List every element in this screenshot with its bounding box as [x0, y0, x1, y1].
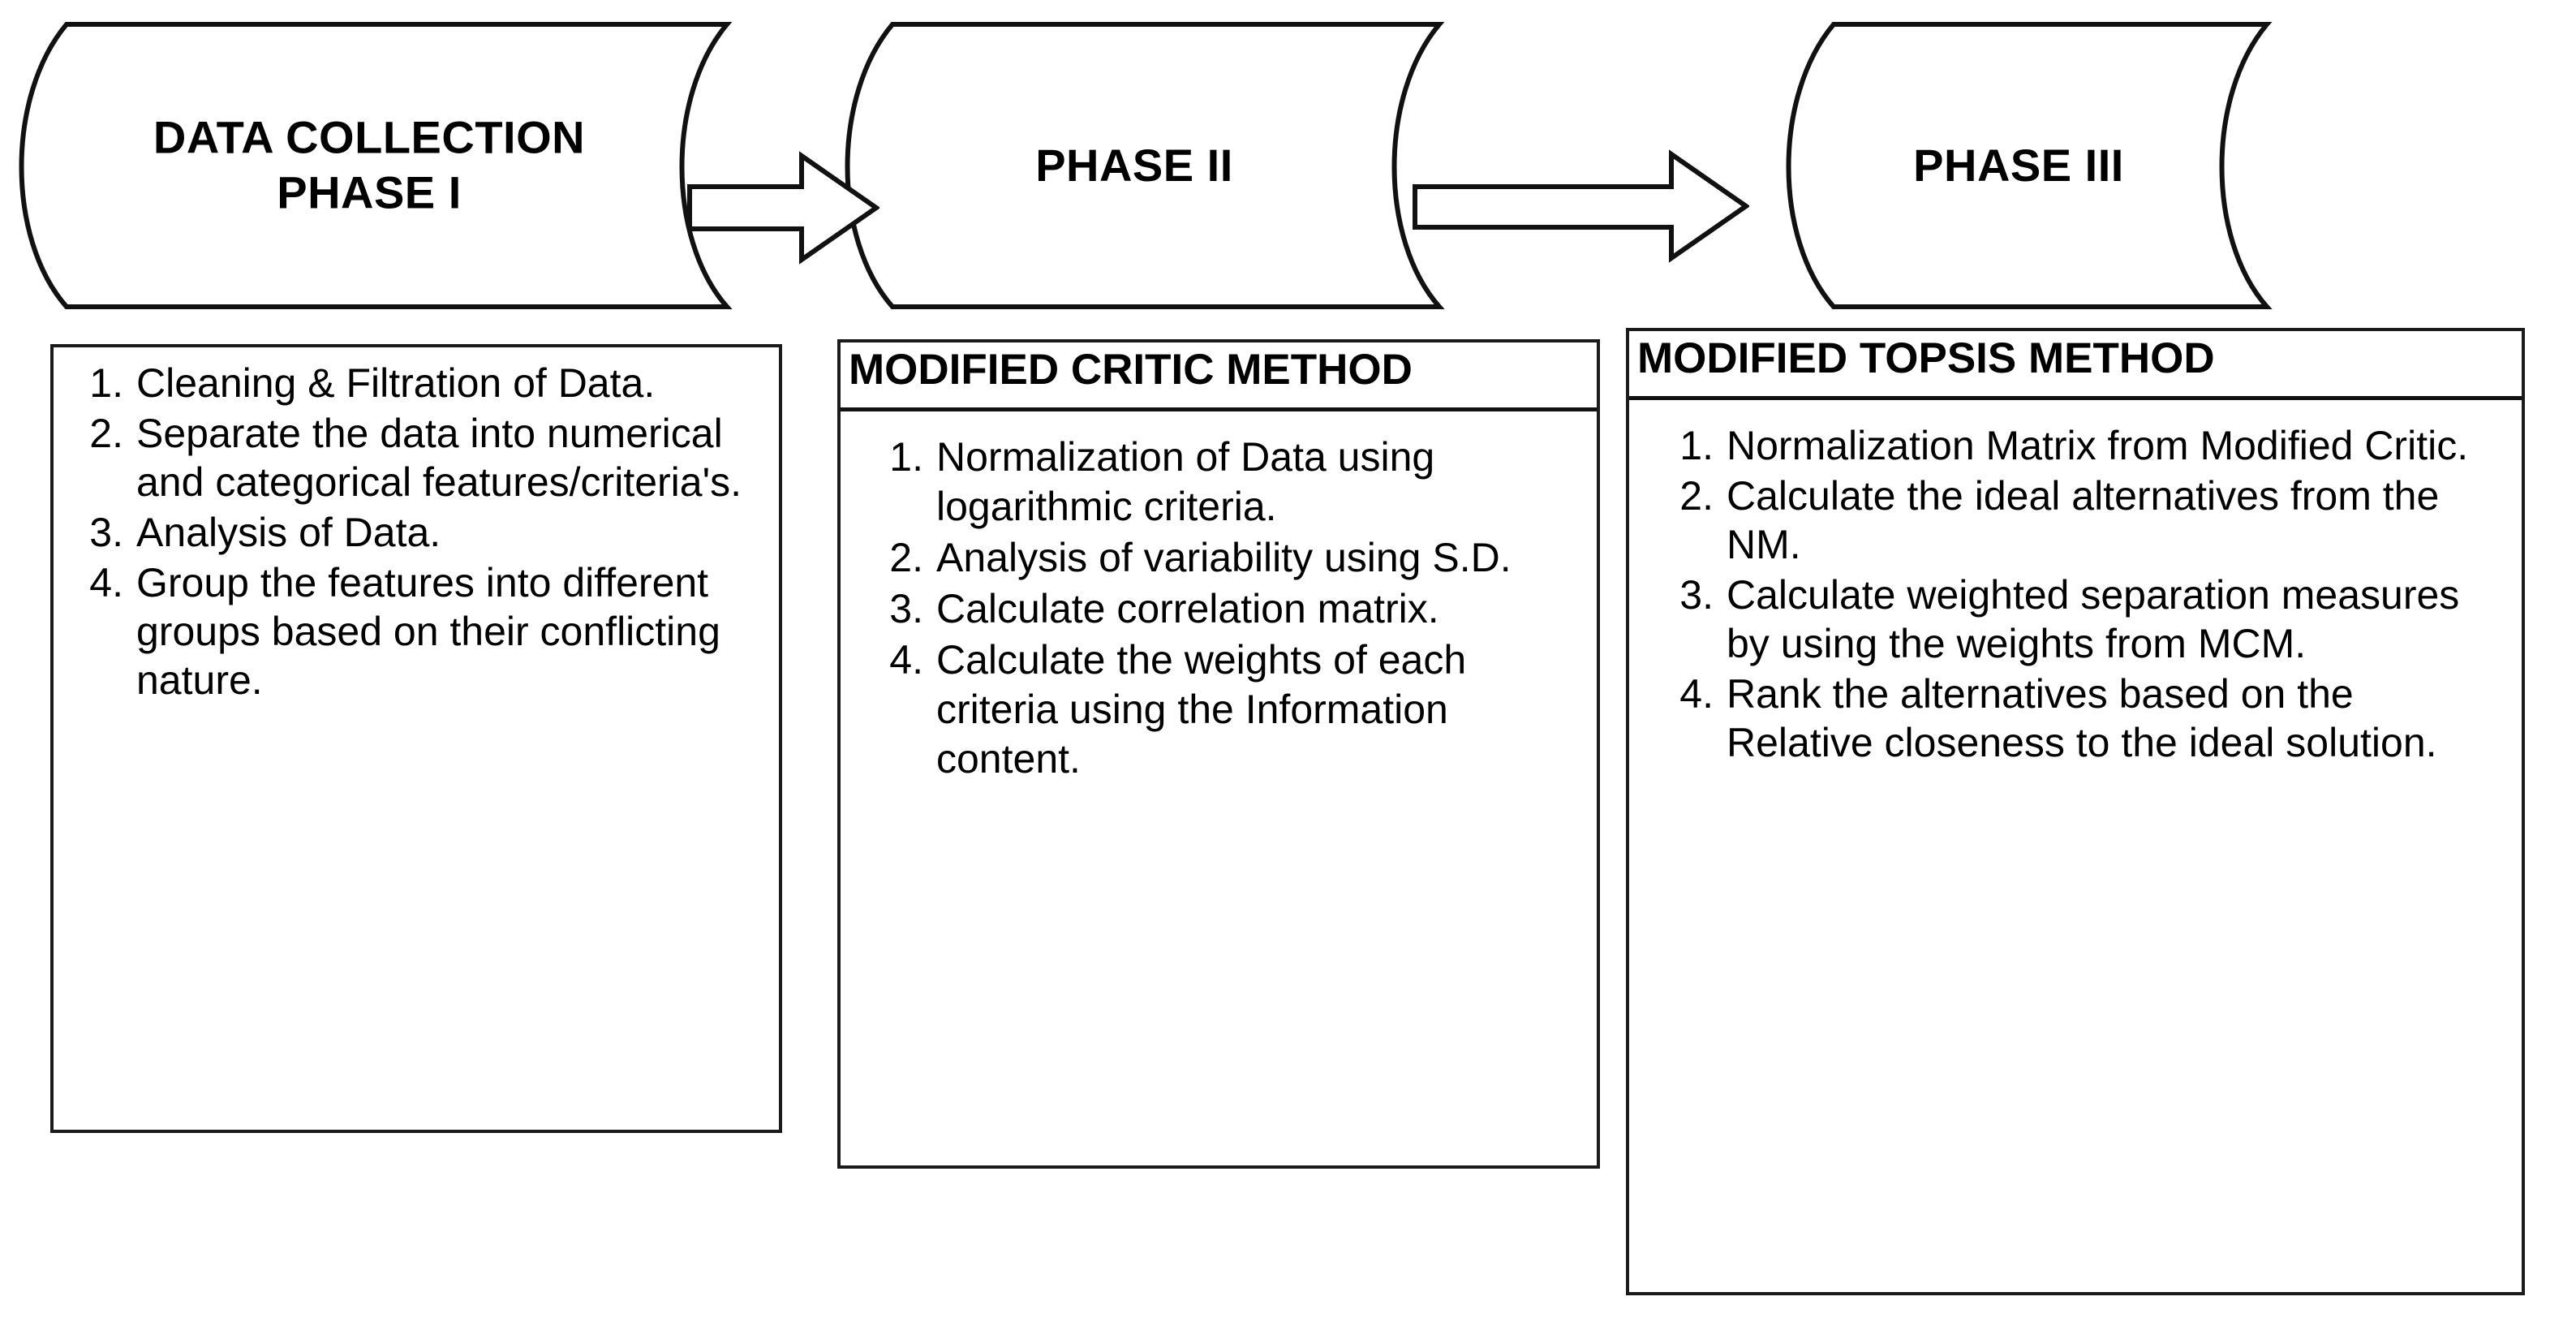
list-item-text: Normalization Matrix from Modified Criti… — [1727, 422, 2469, 468]
list-item-number: 1. — [89, 360, 123, 406]
list-item-text: Calculate weighted separation measures b… — [1727, 571, 2460, 666]
list-item: 3. Calculate weighted separation measure… — [1652, 571, 2510, 668]
list-item-text: Calculate the weights of each criteria u… — [936, 636, 1467, 782]
list-item-number: 1. — [889, 433, 923, 480]
list-item-number: 4. — [889, 636, 923, 683]
list-item: 4. Rank the alternatives based on the Re… — [1652, 670, 2510, 767]
list-item: 3. Analysis of Data. — [62, 508, 768, 557]
list-item-text: Group the features into different groups… — [136, 560, 720, 703]
panel-phase1-steps: 1. Cleaning & Filtration of Data. 2. Sep… — [62, 359, 768, 704]
list-item-number: 3. — [1679, 571, 1714, 618]
list-item-text: Analysis of variability using S.D. — [936, 534, 1512, 580]
arrow-phase1-to-phase2 — [686, 151, 879, 265]
list-item: 4. Group the features into different gro… — [62, 558, 768, 704]
list-item-number: 4. — [1679, 670, 1714, 717]
panel-topsis-heading: MODIFIED TOPSIS METHOD — [1629, 331, 2522, 400]
panel-phase1-body: 1. Cleaning & Filtration of Data. 2. Sep… — [54, 347, 779, 714]
list-item: 4. Calculate the weights of each criteri… — [858, 635, 1585, 784]
list-item-text: Rank the alternatives based on the Relat… — [1727, 670, 2437, 765]
list-item: 1. Normalization of Data using logarithm… — [858, 433, 1585, 532]
phase-2-label: PHASE II — [1035, 139, 1233, 191]
panel-phase1: 1. Cleaning & Filtration of Data. 2. Sep… — [50, 344, 782, 1133]
arrow-phase2-to-phase3 — [1412, 149, 1749, 263]
list-item-text: Analysis of Data. — [136, 510, 441, 555]
list-item-text: Normalization of Data using logarithmic … — [936, 433, 1435, 529]
panel-topsis-steps: 1. Normalization Matrix from Modified Cr… — [1652, 421, 2510, 767]
panel-critic-body: 1. Normalization of Data using logarithm… — [841, 411, 1597, 794]
phase-3-label: PHASE III — [1913, 139, 2124, 191]
list-item: 2. Separate the data into numerical and … — [62, 409, 768, 506]
list-item-number: 2. — [889, 534, 923, 580]
list-item-number: 2. — [1679, 472, 1714, 519]
panel-topsis-body: 1. Normalization Matrix from Modified Cr… — [1629, 400, 2522, 777]
phase-1-label: DATA COLLECTION PHASE I — [153, 111, 586, 218]
list-item: 1. Cleaning & Filtration of Data. — [62, 359, 768, 407]
list-item-number: 3. — [889, 585, 923, 631]
list-item-text: Calculate the ideal alternatives from th… — [1727, 472, 2440, 567]
list-item: 3. Calculate correlation matrix. — [858, 584, 1585, 634]
panel-critic-steps: 1. Normalization of Data using logarithm… — [858, 433, 1585, 784]
panel-critic-heading: MODIFIED CRITIC METHOD — [841, 342, 1597, 411]
list-item-number: 2. — [89, 411, 123, 456]
list-item: 2. Calculate the ideal alternatives from… — [1652, 472, 2510, 569]
list-item-number: 4. — [89, 560, 123, 605]
panel-modified-topsis-method: MODIFIED TOPSIS METHOD 1. Normalization … — [1626, 328, 2525, 1295]
panel-modified-critic-method: MODIFIED CRITIC METHOD 1. Normalization … — [837, 339, 1600, 1169]
list-item-number: 3. — [89, 510, 123, 555]
list-item-text: Cleaning & Filtration of Data. — [136, 360, 656, 406]
list-item-text: Separate the data into numerical and cat… — [136, 411, 742, 505]
list-item: 2. Analysis of variability using S.D. — [858, 533, 1585, 583]
list-item-number: 1. — [1679, 422, 1714, 468]
phase-shape-phase-ii: PHASE II — [845, 21, 1445, 310]
phase-shape-data-collection: DATA COLLECTION PHASE I — [19, 21, 733, 310]
phase-shape-phase-iii: PHASE III — [1786, 21, 2273, 310]
list-item-text: Calculate correlation matrix. — [936, 585, 1439, 631]
list-item: 1. Normalization Matrix from Modified Cr… — [1652, 421, 2510, 470]
